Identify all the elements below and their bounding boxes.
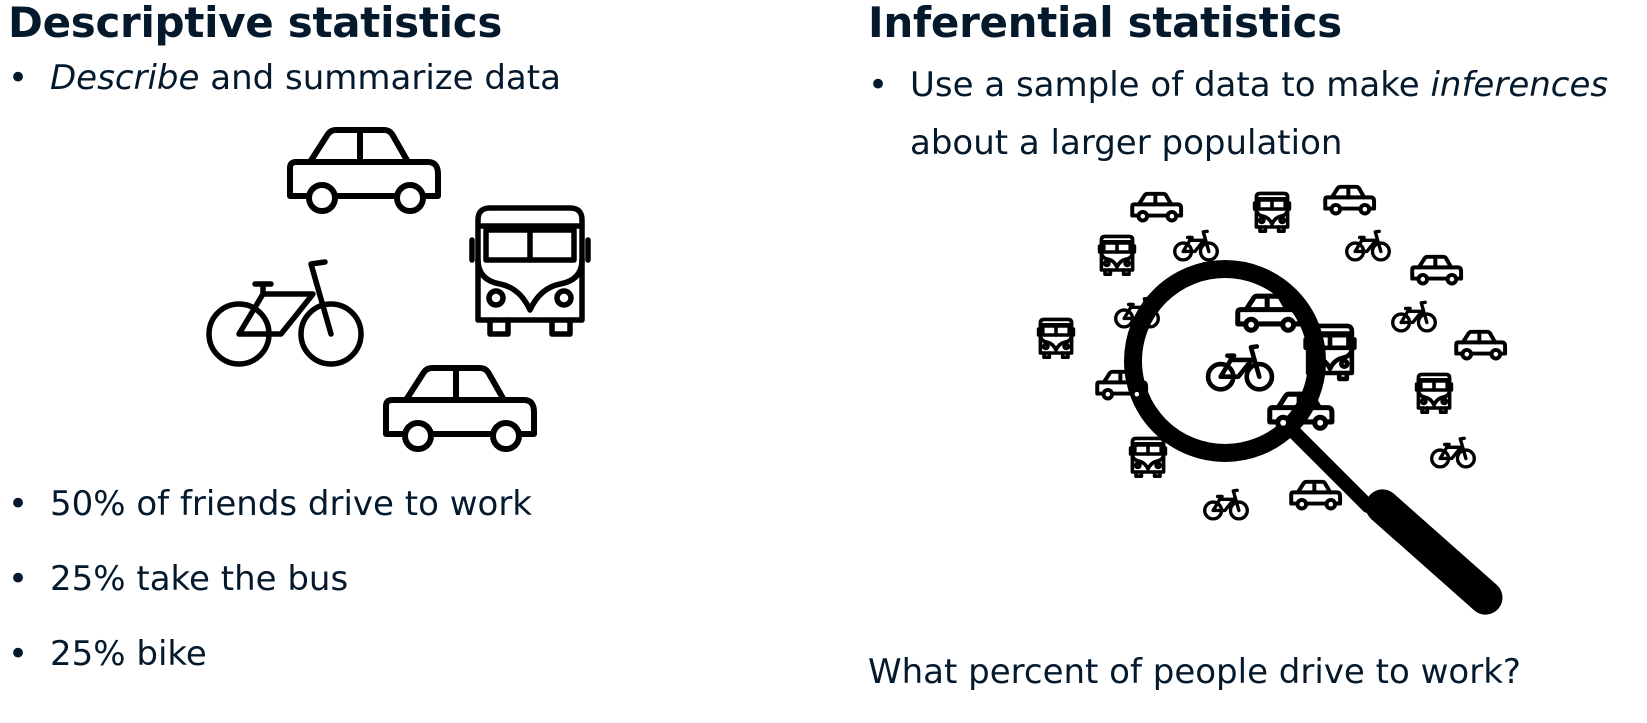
stat-text: 25% bike	[50, 634, 207, 674]
bullet: •	[8, 58, 29, 98]
bus-icon	[1130, 438, 1166, 477]
point-text: Use a sample of data to make	[910, 65, 1431, 105]
inferential-question: What percent of people drive to work?	[868, 652, 1521, 692]
bus-icon	[1305, 325, 1355, 380]
inferential-column: Inferential statistics • Use a sample of …	[868, 0, 1643, 172]
inferential-title: Inferential statistics	[868, 0, 1342, 47]
descriptive-points: • Describe and summarize data	[8, 56, 798, 100]
point-text: and summarize data	[199, 58, 561, 98]
bicycle-icon	[1431, 438, 1475, 468]
car-icon	[385, 367, 535, 450]
bullet: •	[8, 484, 29, 524]
inferential-points: • Use a sample of data to make inferences…	[868, 56, 1643, 172]
stat-item: • 50% of friends drive to work	[8, 482, 788, 557]
car-icon	[1269, 393, 1333, 429]
car-icon	[1132, 193, 1182, 221]
emphasis-inferences: inferences	[1430, 65, 1609, 105]
bus-icon	[1038, 319, 1074, 358]
bicycle-icon	[1204, 490, 1248, 520]
bus-icon	[1099, 236, 1135, 275]
emphasis-describe: Describe	[50, 58, 200, 98]
point-text: about a larger population	[910, 123, 1343, 163]
stat-text: 50% of friends drive to work	[50, 484, 532, 524]
bicycle-icon	[1346, 231, 1390, 261]
descriptive-title: Descriptive statistics	[8, 0, 503, 47]
bullet: •	[8, 634, 29, 674]
bicycle-icon	[1392, 302, 1436, 332]
bus-icon	[1416, 374, 1452, 413]
car-icon	[1237, 295, 1301, 331]
bullet: •	[868, 65, 889, 105]
magnifying-glass-icon	[1124, 260, 1503, 615]
bicycle-icon	[1174, 231, 1218, 261]
inferential-point: • Use a sample of data to make inferences…	[868, 56, 1643, 172]
descriptive-stats-list: • 50% of friends drive to work • 25% take …	[8, 482, 788, 707]
descriptive-point: • Describe and summarize data	[8, 56, 798, 100]
stat-item: • 25% bike	[8, 632, 788, 707]
descriptive-column: Descriptive statistics • Describe and sum…	[8, 0, 798, 100]
bus-icon	[1254, 193, 1290, 232]
stat-text: 25% take the bus	[50, 559, 349, 599]
car-icon	[1291, 481, 1341, 509]
car-icon	[1097, 371, 1147, 399]
bus-icon	[471, 207, 589, 335]
bicycle-icon	[208, 261, 362, 365]
car-icon	[1325, 186, 1375, 214]
bullet: •	[8, 559, 29, 599]
car-icon	[1412, 256, 1462, 284]
bicycle-icon	[1207, 346, 1273, 390]
stat-item: • 25% take the bus	[8, 557, 788, 632]
bicycle-icon	[1115, 298, 1159, 328]
car-icon	[1456, 331, 1506, 359]
car-icon	[289, 129, 439, 212]
